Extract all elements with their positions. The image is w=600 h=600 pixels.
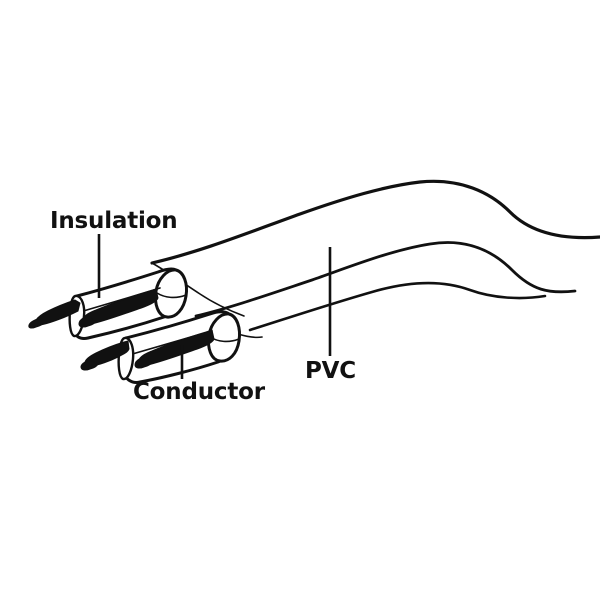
upper-sleeve-cut-face: [154, 268, 188, 319]
pvc-middle-edge: [194, 241, 577, 318]
conductor-strands-group: [28, 288, 215, 371]
pvc-jacket-group: [150, 179, 600, 339]
upper-sleeve-inner-arc: [156, 292, 187, 299]
pvc-bottom-edge: [248, 281, 547, 332]
lower-sleeve-cut-face: [207, 312, 241, 363]
insulation-label: Insulation: [50, 208, 177, 234]
pvc-top-edge: [150, 179, 600, 265]
conductor-label: Conductor: [133, 379, 266, 405]
pvc-jacket-fill: [152, 181, 600, 330]
conductor-strand-3-tip: [80, 359, 99, 371]
conductor-strand-1-tip: [28, 317, 45, 329]
conductor-strand-4-tip: [134, 356, 153, 369]
pvc-label: PVC: [305, 358, 356, 384]
conductor-strand-2-tip: [78, 315, 97, 328]
